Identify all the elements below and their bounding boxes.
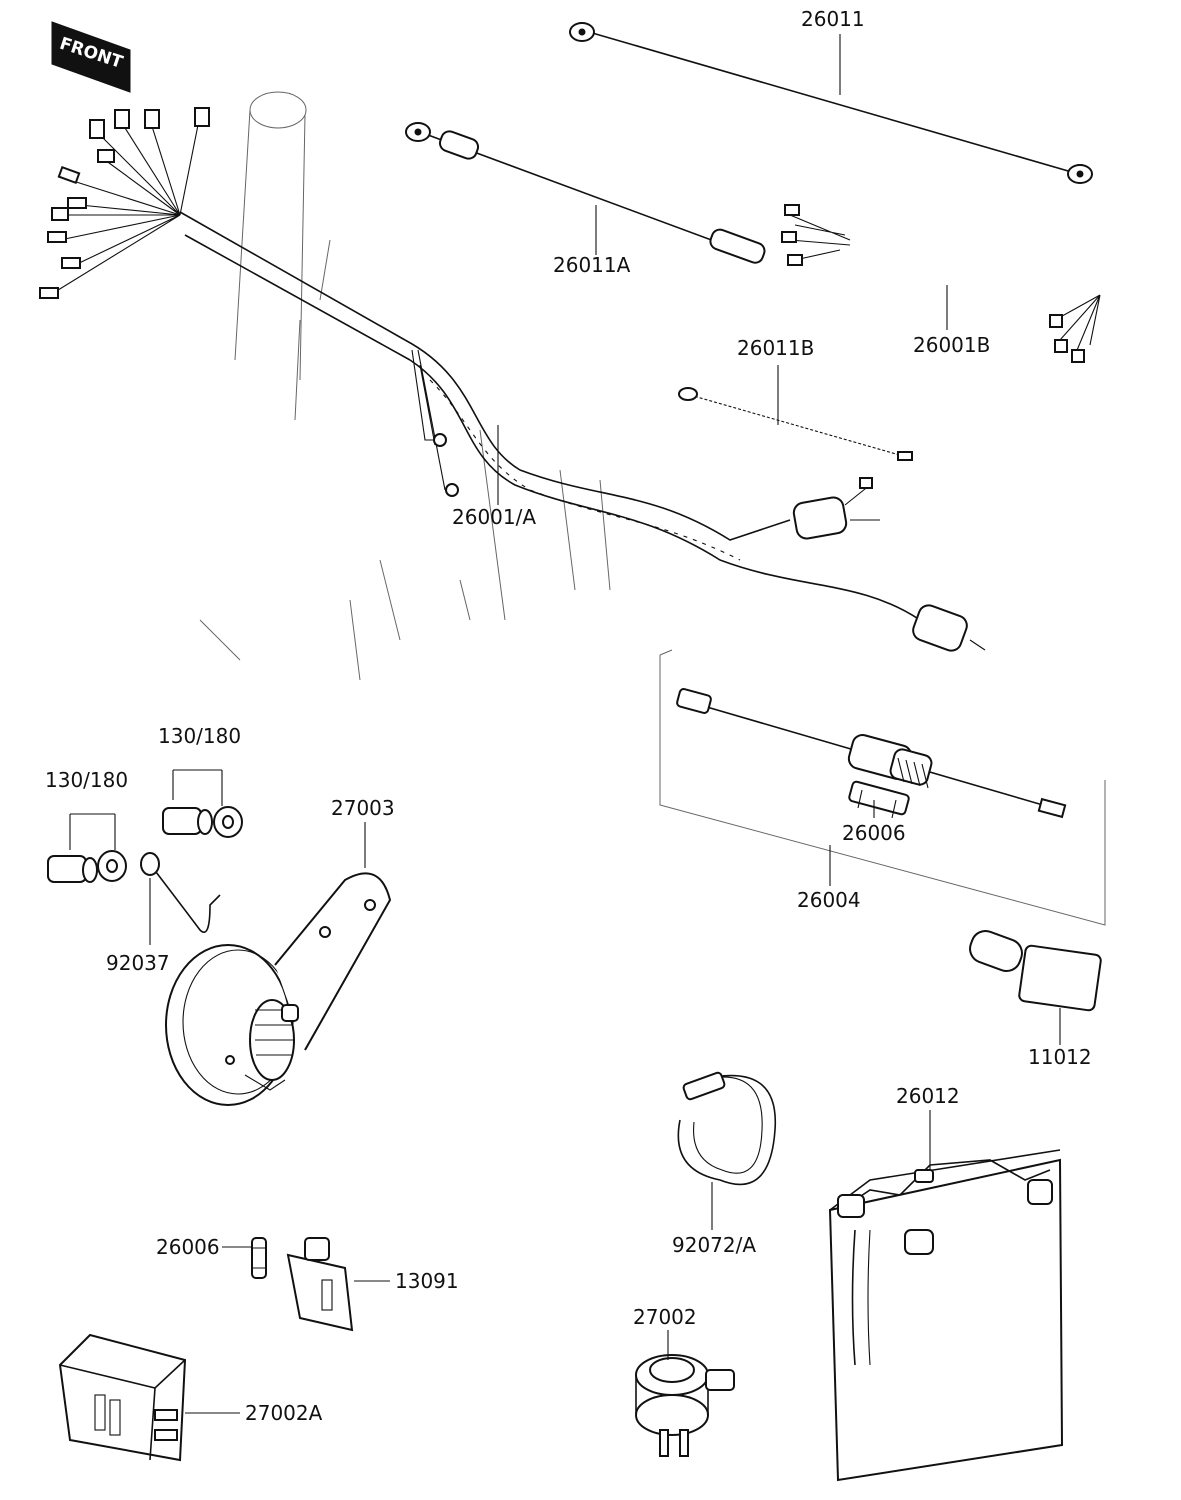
part-label-11012: 11012 xyxy=(1028,1045,1092,1069)
part-label-26012: 26012 xyxy=(896,1084,960,1108)
battery-strap-92072A xyxy=(677,1071,777,1186)
battery-cable-26011A xyxy=(405,122,766,264)
fuse-26006 xyxy=(251,1237,267,1279)
part-label-27002A: 27002A xyxy=(245,1401,323,1425)
fuse-case-13091 xyxy=(286,1237,354,1332)
part-label-26006-lower: 26006 xyxy=(156,1235,220,1259)
main-wiring-harness xyxy=(39,107,986,652)
leader-lines xyxy=(69,34,1061,1414)
battery-26012 xyxy=(828,1149,1064,1482)
bolt-washer-lower xyxy=(47,850,127,883)
ground-cable-26011B xyxy=(678,387,913,461)
part-label-130-180-upper: 130/180 xyxy=(158,724,241,748)
front-badge: FRONT xyxy=(51,21,131,93)
horn-lead-92037 xyxy=(140,852,221,933)
part-label-26001B: 26001B xyxy=(913,333,990,357)
part-label-27002: 27002 xyxy=(633,1305,697,1329)
fuse-holder-assembly xyxy=(659,649,1106,926)
part-label-13091: 13091 xyxy=(395,1269,459,1293)
frame-outline xyxy=(199,91,611,681)
part-label-27003: 27003 xyxy=(331,796,395,820)
part-label-26011: 26011 xyxy=(801,7,865,31)
flasher-27002 xyxy=(635,1354,735,1457)
part-label-26011A: 26011A xyxy=(553,253,631,277)
part-label-92072A: 92072/A xyxy=(672,1233,756,1257)
sub-harness-26001B xyxy=(781,204,1101,363)
cap-11012 xyxy=(969,930,1102,1012)
relay-27002A xyxy=(58,1333,187,1462)
bolt-washer-upper xyxy=(162,806,243,838)
harness-connector-bundle xyxy=(39,107,210,299)
horn-27003 xyxy=(165,872,392,1106)
ground-cable-26011 xyxy=(569,22,1093,184)
part-label-26004: 26004 xyxy=(797,888,861,912)
part-label-26006-upper: 26006 xyxy=(842,821,906,845)
part-label-130-180-lower: 130/180 xyxy=(45,768,128,792)
part-label-26011B: 26011B xyxy=(737,336,814,360)
part-label-92037: 92037 xyxy=(106,951,170,975)
part-label-26001A: 26001/A xyxy=(452,505,536,529)
